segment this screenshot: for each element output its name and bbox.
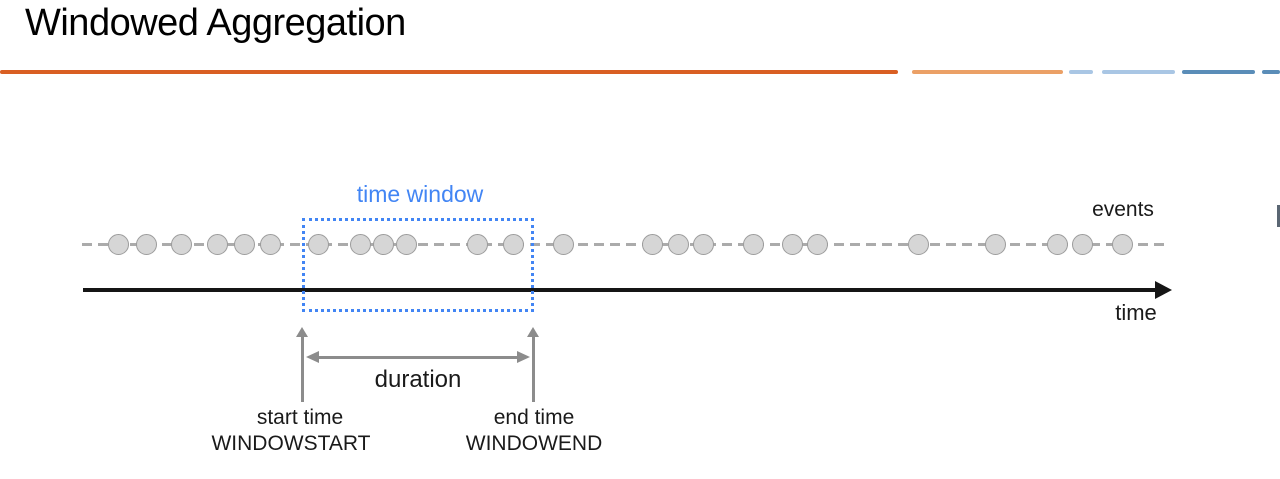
time-label: time bbox=[1115, 300, 1157, 325]
event-dot bbox=[742, 233, 764, 255]
duration-label: duration bbox=[374, 366, 462, 393]
event-dot bbox=[984, 233, 1006, 255]
time-axis-arrowhead-icon bbox=[1155, 280, 1172, 299]
event-dot bbox=[307, 233, 329, 255]
event-dot bbox=[1071, 233, 1093, 255]
start-time-arrow-line bbox=[300, 336, 304, 402]
end-time-arrowhead-icon bbox=[527, 327, 539, 337]
event-dot bbox=[502, 233, 524, 255]
end-time-arrow-line bbox=[531, 336, 535, 402]
divider-segment bbox=[1262, 70, 1280, 74]
event-dot bbox=[552, 233, 574, 255]
event-dot bbox=[349, 233, 371, 255]
events-dashed-line bbox=[82, 242, 1170, 246]
event-dot bbox=[372, 233, 394, 255]
time-window-label: time window bbox=[356, 181, 484, 207]
event-dot bbox=[641, 233, 663, 255]
event-dot bbox=[692, 233, 714, 255]
event-dot bbox=[395, 233, 417, 255]
duration-arrowhead-right-icon bbox=[517, 350, 530, 363]
time-window-box bbox=[302, 218, 534, 312]
clipped-edge-element bbox=[1277, 205, 1280, 227]
divider-segment bbox=[1182, 70, 1255, 74]
start-time-arrowhead-icon bbox=[296, 327, 308, 337]
event-dot bbox=[667, 233, 689, 255]
event-dot bbox=[806, 233, 828, 255]
divider-segment bbox=[0, 70, 898, 74]
event-dot bbox=[170, 233, 192, 255]
end-time-label: end time bbox=[493, 406, 575, 429]
event-dot bbox=[1046, 233, 1068, 255]
event-dot bbox=[233, 233, 255, 255]
start-time-label: start time bbox=[256, 406, 344, 429]
windowstart-label: WINDOWSTART bbox=[211, 432, 371, 455]
event-dot bbox=[907, 233, 929, 255]
slide-title: Windowed Aggregation bbox=[25, 2, 406, 44]
windowend-label: WINDOWEND bbox=[465, 432, 603, 455]
event-dot bbox=[466, 233, 488, 255]
duration-arrow-line bbox=[315, 355, 520, 359]
divider-segment bbox=[912, 70, 1063, 74]
event-dot bbox=[259, 233, 281, 255]
event-dot bbox=[1111, 233, 1133, 255]
time-axis-line bbox=[83, 288, 1157, 292]
event-dot bbox=[135, 233, 157, 255]
duration-arrowhead-left-icon bbox=[306, 350, 319, 363]
divider-segment bbox=[1102, 70, 1175, 74]
event-dot bbox=[107, 233, 129, 255]
event-dot bbox=[206, 233, 228, 255]
event-dot bbox=[781, 233, 803, 255]
divider-segment bbox=[1069, 70, 1093, 74]
events-label: events bbox=[1092, 198, 1154, 221]
